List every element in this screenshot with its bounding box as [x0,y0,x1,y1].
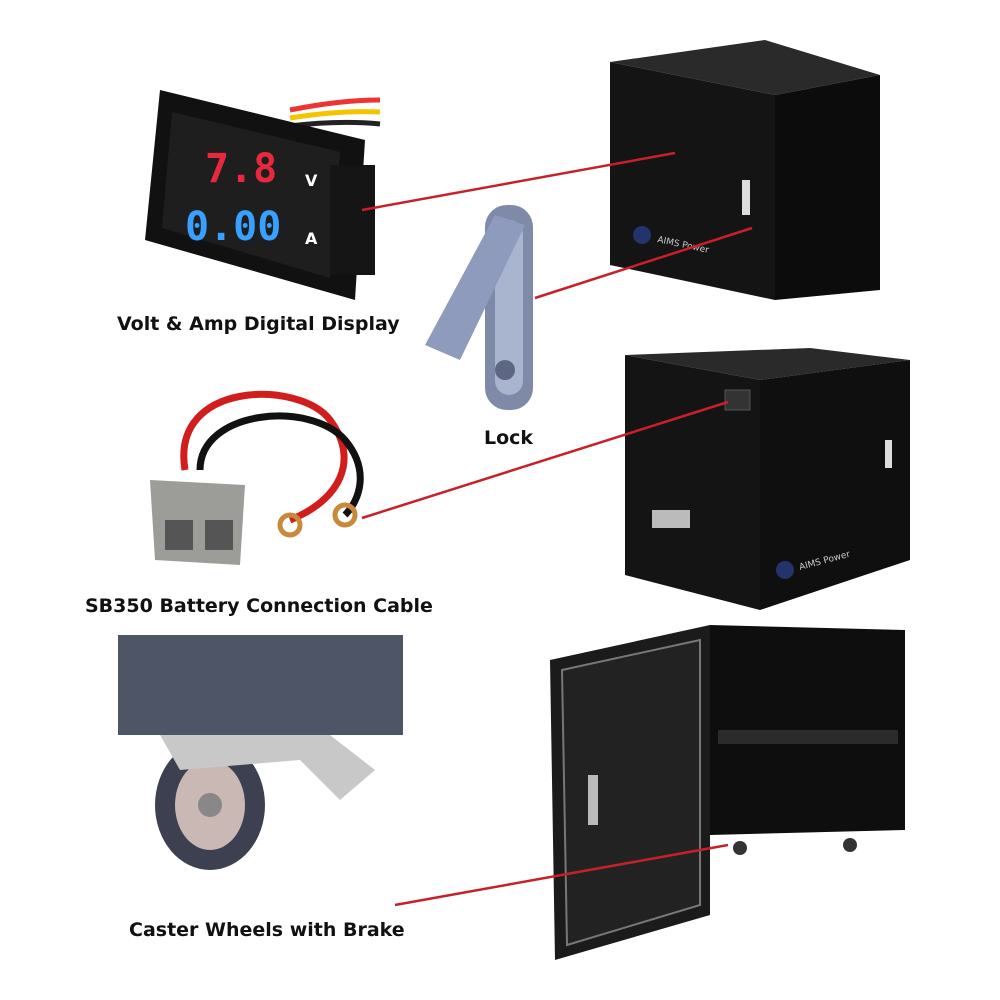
label-cable: SB350 Battery Connection Cable [85,595,433,617]
cabinet-closed-side: AIMS Power [625,348,910,610]
battery-cable [150,390,364,565]
volt-readout: 7.8 [205,146,277,192]
lock-handle [425,205,533,410]
label-casters: Caster Wheels with Brake [129,919,405,941]
amp-readout: 0.00 [185,204,281,250]
volt-unit: V [305,171,318,190]
caster-wheel-photo [118,635,403,870]
volt-amp-meter: 7.8 V 0.00 A [145,90,381,300]
cabinet-open [550,625,905,960]
label-display: Volt & Amp Digital Display [117,313,400,335]
label-lock: Lock [484,427,534,449]
amp-unit: A [305,229,318,248]
callout-lines [361,151,753,907]
cabinet-closed-front: AIMS Power [610,40,880,300]
